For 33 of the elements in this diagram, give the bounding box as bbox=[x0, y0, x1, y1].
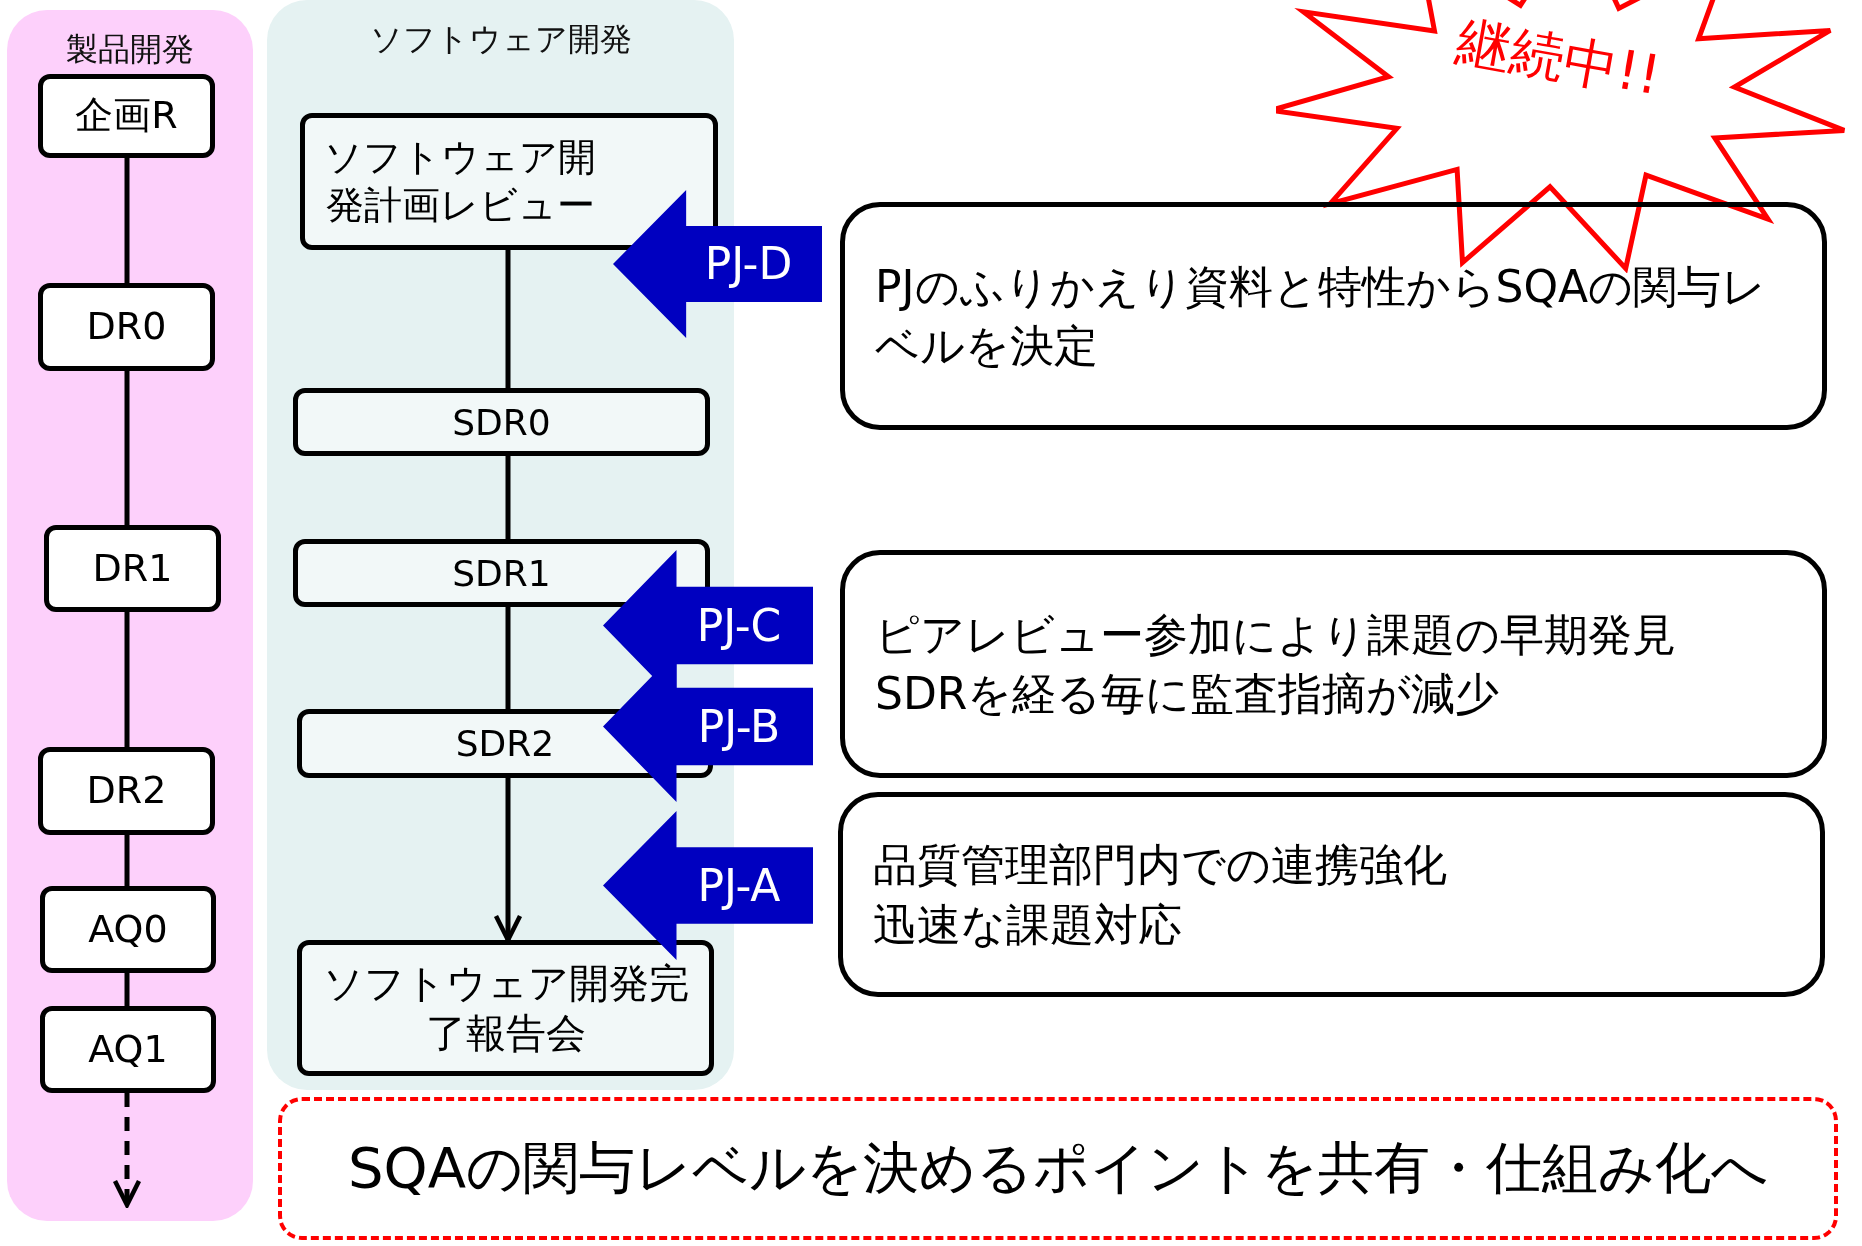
milestone-box: DR2 bbox=[38, 747, 215, 835]
note-box bbox=[840, 550, 1827, 778]
note-text: ピアレビュー参加により課題の早期発見 bbox=[875, 607, 1677, 662]
connector-line bbox=[505, 250, 511, 388]
milestone-box: DR1 bbox=[44, 525, 221, 612]
arrow bbox=[112, 1093, 142, 1208]
panel-title: 製品開発 bbox=[65, 29, 195, 70]
connector-line bbox=[124, 612, 130, 747]
note-text: PJのふりかえり資料と特性からSQAの関与レベルを決定 bbox=[875, 259, 1768, 373]
review-box: SDR1 bbox=[293, 539, 710, 607]
conclusion-box: SQAの関与レベルを決めるポイントを共有・仕組み化へ bbox=[278, 1097, 1838, 1240]
connector-line bbox=[505, 456, 511, 539]
review-box: ソフトウェア開発完了報告会 bbox=[297, 940, 714, 1076]
milestone-box: DR0 bbox=[38, 283, 215, 371]
note-box bbox=[838, 792, 1825, 997]
tag-label: PJ-A bbox=[696, 863, 782, 908]
group-panel bbox=[7, 10, 253, 1221]
note-box bbox=[840, 202, 1827, 430]
starburst-text: 継続中!! bbox=[1452, 14, 1665, 104]
note-text: 迅速な課題対応 bbox=[873, 897, 1183, 952]
connector-line bbox=[124, 973, 130, 1006]
milestone-box: 企画R bbox=[38, 74, 215, 158]
connector-line bbox=[124, 371, 130, 525]
milestone-box: AQ1 bbox=[40, 1006, 216, 1093]
connector-line bbox=[505, 607, 511, 709]
panel-title: ソフトウェア開発 bbox=[368, 19, 633, 60]
arrow bbox=[493, 778, 523, 943]
note-text: SDRを経る毎に監査指摘が減少 bbox=[875, 667, 1501, 721]
note-text: 品質管理部門内での連携強化 bbox=[873, 838, 1448, 893]
milestone-box: AQ0 bbox=[40, 886, 216, 973]
review-box: SDR0 bbox=[293, 388, 710, 456]
connector-line bbox=[124, 158, 130, 283]
connector-line bbox=[124, 835, 130, 886]
